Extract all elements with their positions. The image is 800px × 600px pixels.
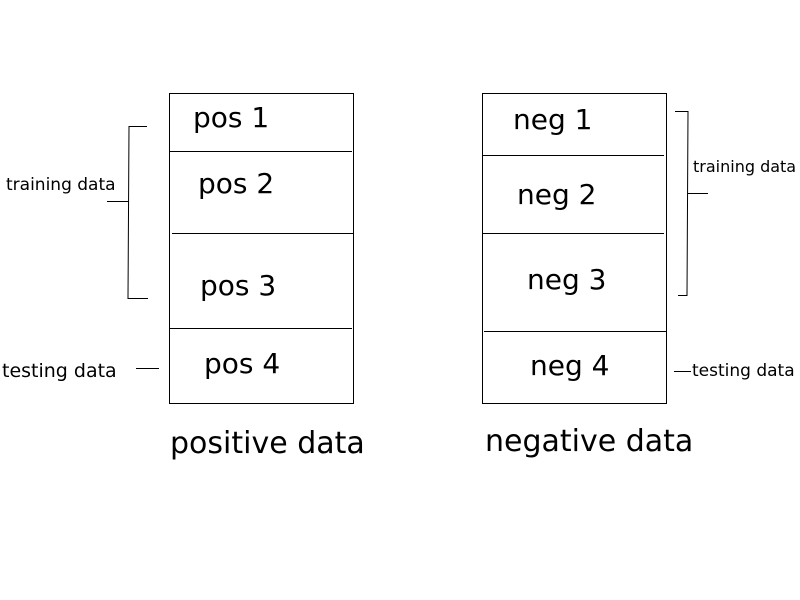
positive-column-box — [169, 93, 354, 404]
negative-segment-label: neg 4 — [530, 349, 610, 382]
positive-training-bracket — [127, 126, 148, 299]
negative-training-bracket — [675, 111, 689, 296]
positive-training-label: training data — [6, 175, 116, 195]
negative-testing-label: testing data — [692, 361, 795, 381]
positive-segment-label: pos 3 — [200, 269, 277, 302]
positive-segment-label: pos 1 — [193, 101, 270, 134]
negative-training-label: training data — [693, 157, 797, 176]
negative-segment-label: neg 1 — [513, 103, 593, 136]
positive-segment-label: pos 2 — [198, 167, 275, 200]
positive-testing-label: testing data — [2, 360, 117, 382]
negative-segment-label: neg 3 — [527, 263, 607, 296]
positive-caption: positive data — [170, 426, 365, 461]
negative-segment-label: neg 2 — [517, 178, 597, 211]
negative-column-box — [482, 93, 667, 404]
negative-caption: negative data — [485, 424, 694, 459]
positive-segment-label: pos 4 — [204, 347, 281, 380]
